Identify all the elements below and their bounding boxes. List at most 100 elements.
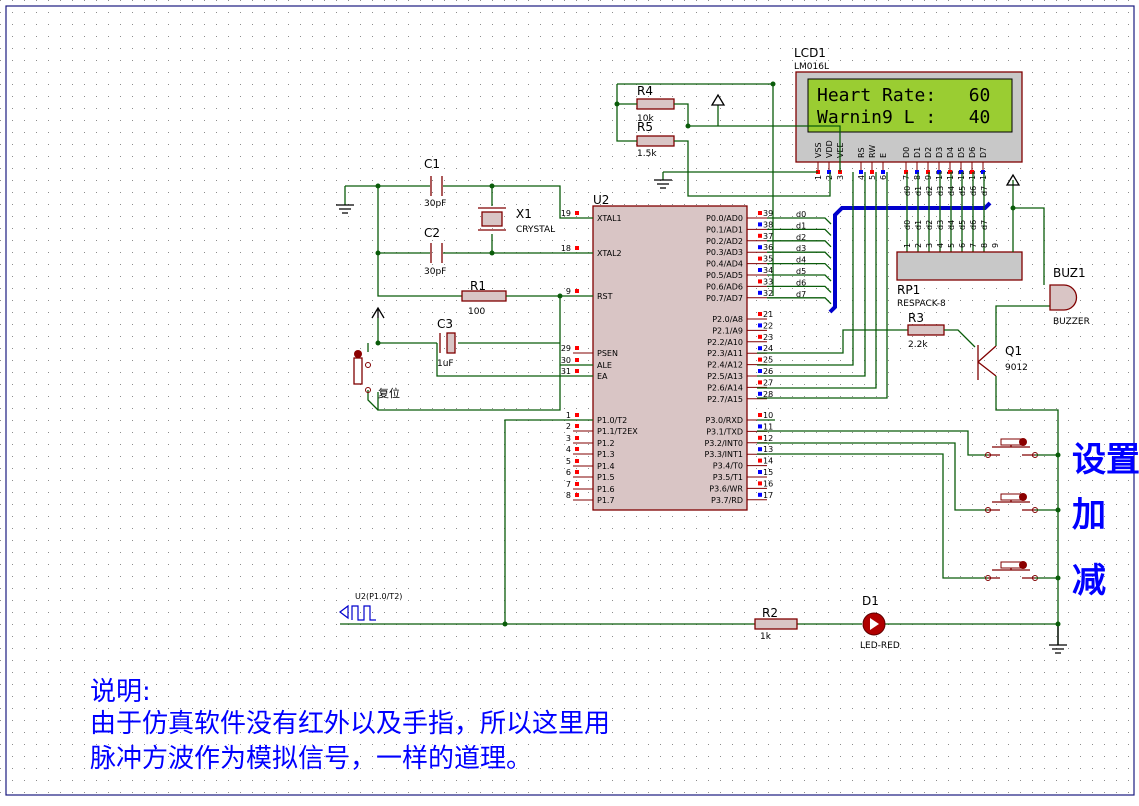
mcu-right-pin-name: P0.4/AD4 — [706, 260, 743, 269]
rp1-pin-num: 4 — [936, 243, 945, 248]
lcd-pin-marker — [827, 170, 831, 174]
bus-label: d0 — [796, 210, 806, 219]
key-contact — [985, 507, 991, 513]
rp1-bus-label: d6 — [969, 220, 978, 230]
bus-wire — [767, 285, 832, 293]
ea-wire — [436, 343, 593, 377]
reset-contact-2 — [365, 387, 371, 393]
q1-symbol — [977, 345, 997, 380]
mcu-left-pin-name: P1.2 — [597, 439, 615, 448]
mcu-right-pin-num: 35 — [763, 255, 773, 264]
d1-value: LED-RED — [860, 641, 900, 651]
key-button[interactable] — [1000, 438, 1022, 446]
mcu-right-pin-num: 17 — [763, 491, 773, 500]
mcu-pin-marker — [758, 369, 762, 373]
bus-label: d2 — [796, 233, 806, 242]
bus-wire — [767, 228, 832, 236]
bus-wire — [767, 240, 832, 248]
mcu-right-pin-name: P0.5/AD5 — [706, 271, 743, 280]
mcu-pin-marker — [758, 447, 762, 452]
mcu-pin-marker — [575, 369, 579, 373]
lcd-pin-name: D4 — [946, 147, 955, 158]
mcu-pin-marker — [758, 233, 762, 238]
mcu-pin-marker — [575, 424, 579, 428]
key-button[interactable] — [1000, 493, 1022, 501]
lcd-pin-num: 4 — [857, 175, 866, 180]
key-button-cap[interactable] — [1019, 493, 1027, 501]
mcu-pin-marker — [758, 290, 762, 295]
mcu-left-pin-num: 18 — [561, 244, 571, 253]
mcu-left-pin-name: XTAL2 — [597, 249, 622, 258]
key-button[interactable] — [1000, 561, 1022, 569]
note-line-2: 脉冲方波作为模拟信号，一样的道理。 — [90, 744, 532, 774]
vcc-arrow-icon — [371, 306, 385, 319]
r5-symbol — [636, 135, 675, 147]
mcu-right-pin-name: P3.4/T0 — [713, 462, 743, 471]
lcd-bus-label: d7 — [980, 186, 989, 196]
mcu-right-pin-name: P0.2/AD2 — [706, 237, 743, 246]
lcd-pin-marker — [881, 170, 885, 174]
mcu-right-pin-num: 16 — [763, 479, 773, 488]
bus-wire — [767, 251, 832, 259]
bus-wire — [767, 262, 832, 271]
mcu-left-pin-name: PSEN — [597, 349, 618, 358]
mcu-left-pin-name: RST — [597, 292, 613, 301]
mcu-right-pin-num: 32 — [763, 289, 773, 298]
mcu-left-pin-name: P1.3 — [597, 450, 615, 459]
mcu-pin-marker — [758, 222, 762, 227]
key-label-set: 设置 — [1072, 440, 1139, 480]
mcu-pin-marker — [758, 470, 762, 474]
bus-wire — [767, 217, 832, 225]
c2-symbol — [430, 243, 443, 263]
reset-button-cap[interactable] — [354, 350, 362, 358]
lcd-bus-label: d2 — [925, 186, 934, 196]
ground-symbol — [336, 204, 354, 214]
mcu-pin-marker — [758, 211, 762, 215]
x1-symbol — [481, 211, 503, 227]
lcd-screen — [807, 78, 1013, 133]
lcd-bus-label: d6 — [969, 186, 978, 196]
contrast-circuit: R4 10k R5 1.5k — [616, 83, 841, 296]
mcu-right-pin-num: 34 — [763, 266, 773, 275]
rp1-pin-num: 7 — [969, 243, 978, 248]
bus-taps — [767, 172, 985, 305]
mcu-right-pin-name: P3.0/RXD — [706, 416, 743, 425]
key-button-cap[interactable] — [1019, 438, 1027, 446]
sheet-border — [5, 5, 1135, 796]
mcu-right-pin-num: 39 — [763, 209, 773, 218]
mcu-pin-marker — [758, 424, 762, 429]
c3-plate-2 — [446, 332, 456, 354]
mcu-right-pin-name: P3.3/INT1 — [704, 450, 743, 459]
q1-ref: Q1 — [1005, 344, 1022, 358]
r3-wire — [944, 329, 976, 348]
mcu-ref: U2 — [593, 193, 609, 207]
mcu-right-pin-num: 15 — [763, 468, 773, 477]
mcu-pin-marker — [575, 211, 579, 215]
lcd-pin-name: D3 — [935, 147, 944, 158]
mcu-right-pin-num: 14 — [763, 457, 773, 466]
mcu-left-pins: 19XTAL118XTAL29RST29PSEN30ALE31EA1P1.0/T… — [561, 209, 638, 505]
rp1-pin-num: 8 — [980, 243, 989, 248]
mcu-right-pin-num: 36 — [763, 243, 773, 252]
lcd-bus-label: d4 — [947, 186, 956, 196]
r4-value: 10k — [637, 114, 654, 124]
r3-symbol — [907, 324, 945, 336]
lcd-pin-marker — [970, 170, 974, 174]
mcu-left-pin-name: P1.4 — [597, 462, 615, 471]
key-button-cap[interactable] — [1019, 561, 1027, 569]
rp1-pin-num: 9 — [991, 243, 1000, 248]
key-contact — [985, 575, 991, 581]
bus-label: d5 — [796, 267, 806, 276]
c3-value: 1uF — [437, 359, 454, 369]
mcu-left-pin-name: P1.0/T2 — [597, 416, 627, 425]
vcc-arrow-icon — [710, 93, 726, 106]
lcd-pin-name: RS — [857, 147, 866, 158]
mcu-left-pin-num: 29 — [561, 344, 571, 353]
rp1-bus-label: d0 — [903, 220, 912, 230]
mcu-left-pin-name: P1.1/T2EX — [597, 427, 638, 436]
reset-button[interactable] — [353, 357, 363, 385]
